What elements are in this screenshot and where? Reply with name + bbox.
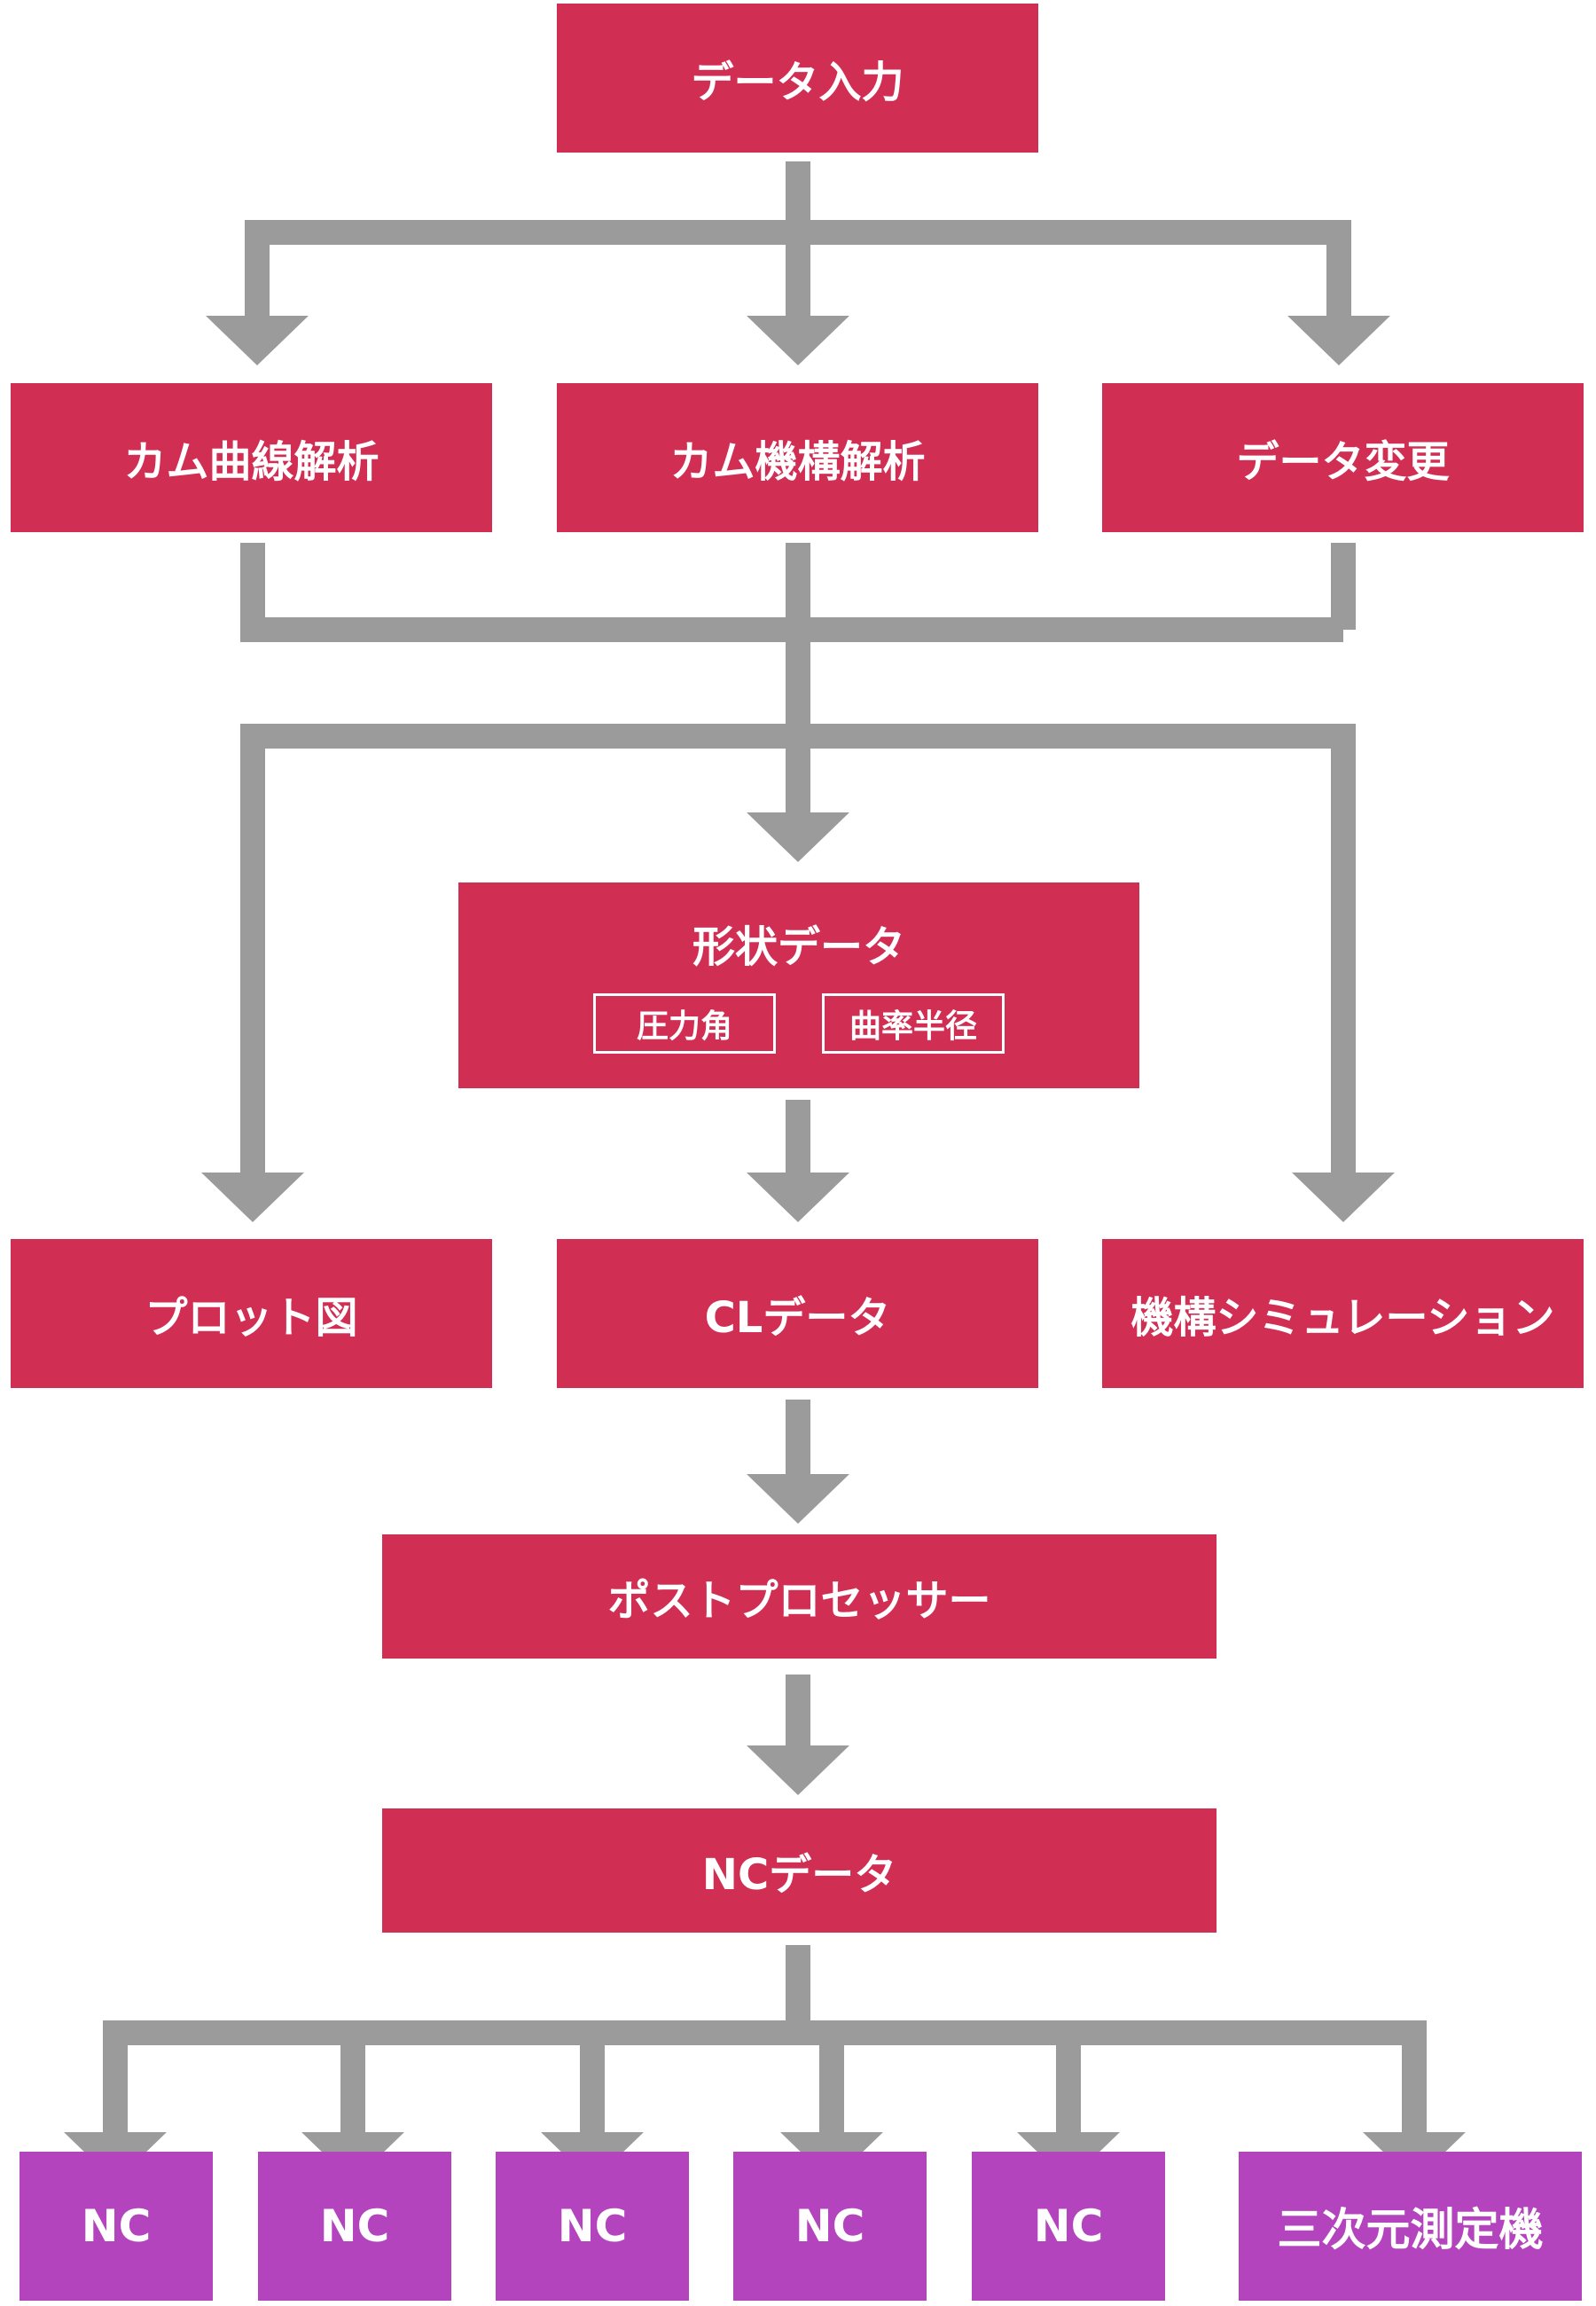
data-change-label: データ変更 <box>1236 437 1450 487</box>
post-processor-label: ポストプロセッサー <box>607 1576 991 1626</box>
pressure-angle-tag: 圧力角 <box>593 993 776 1054</box>
nc-machine-box: NC <box>972 2152 1165 2301</box>
cmm-machine-box: 三次元測定機 <box>1239 2152 1582 2301</box>
analysis-merge-line <box>240 543 1356 642</box>
nc-machine-box: NC <box>20 2152 213 2301</box>
cl-data-box: CLデータ <box>557 1239 1038 1388</box>
nc-machine-box: NC <box>258 2152 451 2301</box>
plot-chart-label: プロット図 <box>145 1293 358 1343</box>
nc-machine-box: NC <box>496 2152 689 2301</box>
data-input-box: データ入力 <box>557 4 1038 153</box>
plot-chart-box: プロット図 <box>11 1239 492 1388</box>
shape-data-box: 形状データ 圧力角 曲率半径 <box>458 882 1139 1088</box>
cmm-machine-label: 三次元測定機 <box>1277 2204 1544 2255</box>
cam-curve-analysis-box: カム曲線解析 <box>11 383 492 532</box>
data-input-label: データ入力 <box>691 58 904 107</box>
nc-machine-box: NC <box>733 2152 927 2301</box>
cam-curve-analysis-label: カム曲線解析 <box>123 437 379 487</box>
mechanism-simulation-label: 機構シミュレーション <box>1130 1293 1555 1343</box>
shape-data-attributes: 圧力角 曲率半径 <box>593 993 1005 1054</box>
arrowhead <box>747 1474 849 1524</box>
curvature-radius-tag: 曲率半径 <box>822 993 1005 1054</box>
nc-machine-label: NC <box>557 2200 628 2252</box>
cam-mechanism-analysis-label: カム機構解析 <box>669 437 926 487</box>
data-change-box: データ変更 <box>1102 383 1584 532</box>
arrowhead <box>747 316 849 365</box>
arrowhead <box>747 1173 849 1222</box>
post-processor-box: ポストプロセッサー <box>382 1534 1217 1659</box>
mechanism-simulation-box: 機構シミュレーション <box>1102 1239 1584 1388</box>
nc-machine-label: NC <box>319 2200 390 2252</box>
arrowhead <box>747 812 849 862</box>
shape-data-label: 形状データ <box>692 922 905 972</box>
machine-split-line <box>103 1945 1427 2139</box>
input-split-line <box>245 161 1351 326</box>
nc-machine-label: NC <box>794 2200 865 2252</box>
cl-data-label: CLデータ <box>704 1293 891 1343</box>
shape-split-line <box>240 630 1356 1178</box>
arrowhead <box>201 1173 304 1222</box>
nc-data-label: NCデータ <box>701 1850 897 1900</box>
pressure-angle-label: 圧力角 <box>636 1008 732 1045</box>
arrowhead <box>747 1745 849 1795</box>
curvature-radius-label: 曲率半径 <box>849 1008 977 1045</box>
arrowhead <box>1292 1173 1395 1222</box>
nc-machine-label: NC <box>81 2200 152 2252</box>
arrowhead <box>1287 316 1390 365</box>
cam-mechanism-analysis-box: カム機構解析 <box>557 383 1038 532</box>
arrowhead <box>206 316 309 365</box>
nc-machine-label: NC <box>1033 2200 1104 2252</box>
nc-data-box: NCデータ <box>382 1808 1217 1933</box>
